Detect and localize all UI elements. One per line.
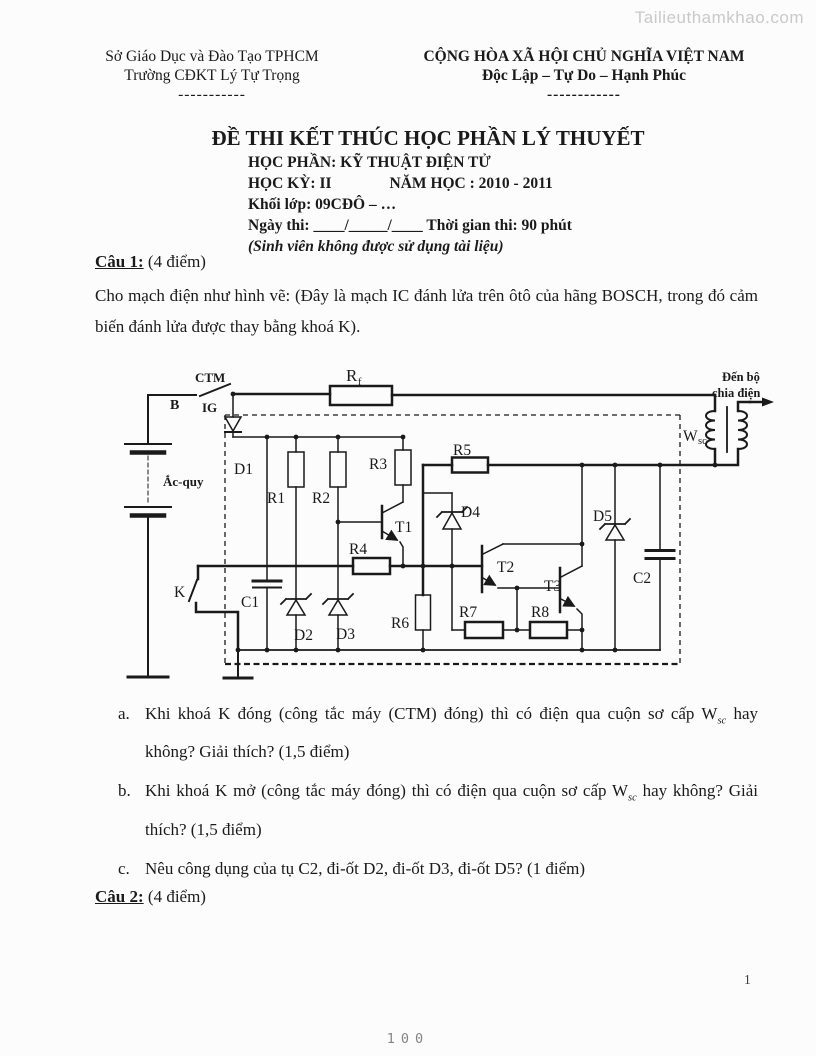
question1-label: Câu 1:: [95, 252, 144, 271]
d4-branch: [422, 492, 469, 631]
question-b-marker: b.: [118, 781, 131, 801]
label-ctm: CTM: [195, 370, 225, 385]
question2-label: Câu 2:: [95, 887, 144, 906]
label-wsc-sub: sc: [698, 436, 707, 447]
page-number: 1: [744, 972, 751, 987]
question1-parts: a. Khi khoá K đóng (công tắc máy (CTM) đó…: [90, 698, 758, 892]
header-right: CỘNG HÒA XÃ HỘI CHỦ NGHĨA VIỆT NAM Độc L…: [409, 47, 759, 104]
label-battery: Ắc-quy: [163, 474, 204, 489]
header-left-line1: Sở Giáo Dục và Đào Tạo TPHCM: [105, 48, 319, 65]
label-r7: R7: [459, 604, 477, 621]
exam-subtitle-block: HỌC PHẦN: KỸ THUẬT ĐIỆN TỬ HỌC KỲ: II NĂM…: [248, 152, 572, 257]
question-a-marker: a.: [118, 704, 130, 723]
header-left-dashes: -----------: [178, 86, 246, 103]
label-r2: R2: [312, 490, 330, 507]
question-c-marker: c.: [118, 858, 130, 878]
r3-t1: [337, 449, 412, 567]
label-r6: R6: [391, 615, 409, 632]
circuit-diagram: CTM B IG R f Đến bộ chia điện W sc Ắc-qu…: [124, 366, 774, 680]
question-a-text-end: hay không? Giải thích? (1,5 điểm): [145, 704, 758, 762]
question-a-text: Khi khoá K đóng (công tắc máy (CTM) đóng…: [145, 704, 718, 723]
ctm-switch-and-top-wire: [147, 382, 717, 407]
label-switch-k: K: [174, 584, 186, 601]
label-c1: C1: [241, 594, 259, 611]
label-t3: T3: [544, 578, 561, 595]
question-a: a. Khi khoá K đóng (công tắc máy (CTM) đó…: [90, 698, 758, 767]
question2-heading: Câu 2: (4 điểm): [95, 887, 206, 907]
label-r8: R8: [531, 604, 549, 621]
question1-heading: Câu 1: (4 điểm): [95, 252, 206, 272]
ic-dashed-box: [224, 414, 681, 666]
question-b-text-end: hay không? Giải thích? (1,5 điểm): [145, 781, 758, 839]
label-d4: D4: [461, 504, 480, 521]
d1-branch-upper-rail: [223, 393, 404, 453]
footer-page-label: 100: [386, 1031, 430, 1047]
exam-date-line: Ngày thi: ____/_____/____ Thời gian thi:…: [248, 217, 572, 234]
label-wsc: W: [683, 428, 698, 445]
capacitor-c2: [644, 464, 676, 651]
question-a-subscript: sc: [717, 715, 727, 727]
d5-branch: [598, 464, 632, 651]
label-terminal-ig: IG: [202, 400, 217, 415]
r5-r6-branch: [414, 456, 490, 651]
header-left-line2: Trường CĐKT Lý Tự Trọng: [124, 67, 300, 84]
junction-dots: [230, 391, 718, 653]
no-materials-note: (Sinh viên không được sử dụng tài liệu): [248, 238, 504, 255]
label-distributor-line1: Đến bộ: [722, 370, 760, 384]
question1-intro: Cho mạch điện như hình vẽ: (Đây là mạch …: [95, 286, 758, 336]
watermark: Tailieuthamkhao.com: [634, 8, 804, 27]
question-b: b. Khi khoá K mở (công tắc máy đóng) thì …: [90, 775, 758, 844]
r7-r8: [451, 620, 583, 651]
question2-points: (4 điểm): [143, 887, 206, 906]
question-c-text: Nêu công dụng của tụ C2, đi-ốt D2, đi-ốt…: [145, 858, 586, 878]
label-distributor-line2: chia điện: [712, 386, 760, 400]
ignition-coil-transformer: [486, 393, 774, 467]
semester-line: HỌC KỲ: II NĂM HỌC : 2010 - 2011: [248, 173, 572, 194]
question-b-subscript: sc: [628, 792, 637, 804]
label-r5: R5: [453, 442, 471, 459]
semester: HỌC KỲ: II: [248, 175, 332, 192]
label-d3: D3: [336, 626, 355, 643]
class-line: Khối lớp: 09CĐÔ – …: [248, 196, 397, 213]
label-d2: D2: [294, 627, 313, 644]
label-r4: R4: [349, 541, 367, 558]
school-year: NĂM HỌC : 2010 - 2011: [389, 175, 553, 192]
label-rf-sub: f: [358, 377, 362, 388]
label-terminal-b: B: [170, 398, 179, 413]
label-t2: T2: [497, 559, 514, 576]
capacitor-c1: [251, 436, 283, 651]
exam-title: ĐỀ THI KẾT THÚC HỌC PHẦN LÝ THUYẾT: [211, 126, 645, 150]
header-left: Sở Giáo Dục và Đào Tạo TPHCM Trường CĐKT…: [88, 47, 336, 104]
question-b-text: Khi khoá K mở (công tắc máy đóng) thì có…: [145, 781, 629, 801]
header-right-line2: Độc Lập – Tự Do – Hạnh Phúc: [481, 67, 687, 84]
label-rf: R: [346, 366, 358, 385]
subject-line: HỌC PHẦN: KỸ THUẬT ĐIỆN TỬ: [248, 154, 491, 171]
label-r1: R1: [267, 490, 285, 507]
r2-d3-branch: [321, 451, 355, 651]
label-d5: D5: [593, 508, 612, 525]
label-r3: R3: [369, 456, 387, 473]
label-t1: T1: [395, 519, 412, 536]
question1-points: (4 điểm): [143, 252, 206, 271]
t2-t3-darlington: [480, 464, 584, 631]
header-right-dashes: ------------: [547, 86, 621, 103]
battery-symbol: [124, 394, 172, 679]
base-line-r4-k-switch: [187, 556, 484, 680]
label-d1: D1: [234, 461, 253, 478]
question-c: c. Nêu công dụng của tụ C2, đi-ốt D2, đi-…: [90, 853, 758, 884]
label-c2: C2: [633, 570, 651, 587]
r1-d2-branch: [279, 451, 313, 651]
header-right-line1: CỘNG HÒA XÃ HỘI CHỦ NGHĨA VIỆT NAM: [423, 48, 745, 65]
